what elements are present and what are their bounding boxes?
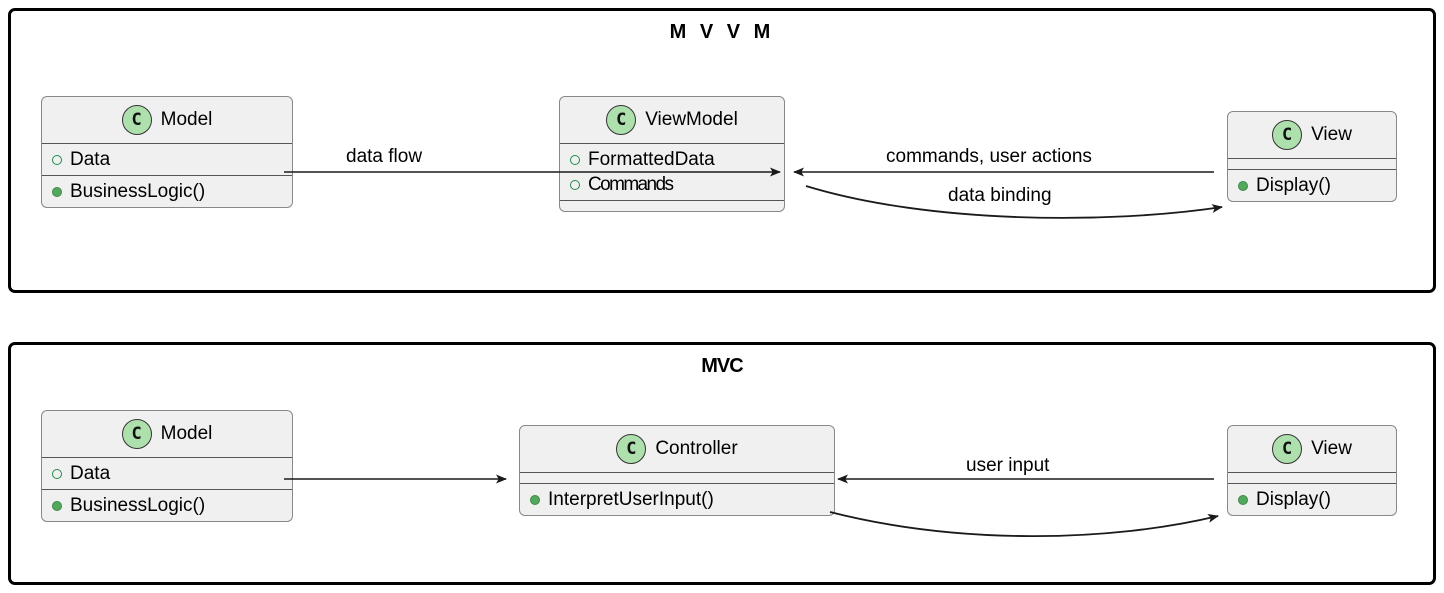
uml-class-header: C Model <box>42 411 292 457</box>
method-label: BusinessLogic() <box>70 181 206 203</box>
compartment-divider <box>42 143 292 144</box>
attribute-label: Data <box>70 149 111 170</box>
compartment-divider <box>1228 158 1396 159</box>
attributes-compartment: Data <box>42 144 292 175</box>
class-attribute: FormattedData <box>560 147 784 172</box>
compartment-divider <box>42 489 292 491</box>
class-name: ViewModel <box>645 109 738 130</box>
panel-mvc: MVC C Model Data BusinessLogic() C Contr… <box>8 342 1436 585</box>
uml-class-mvc-view[interactable]: C View Display() <box>1227 425 1397 517</box>
class-method: BusinessLogic() <box>42 179 292 204</box>
compartment-divider <box>1228 169 1396 170</box>
method-label: BusinessLogic() <box>70 495 206 517</box>
compartment-divider <box>1228 483 1396 484</box>
edge-label-user-input: user input <box>966 455 1050 476</box>
class-stereotype-icon: C <box>616 434 647 464</box>
compartment-divider <box>1228 472 1396 473</box>
class-attribute: Data <box>42 147 292 172</box>
compartment-divider <box>42 457 292 458</box>
edge-label-data-flow: data flow <box>346 146 423 167</box>
uml-class-header: C Model <box>42 97 292 143</box>
class-stereotype-icon: C <box>121 105 152 135</box>
methods-compartment: Display() <box>1228 170 1396 201</box>
class-method: InterpretUserInput() <box>520 487 834 512</box>
attributes-compartment <box>520 473 834 483</box>
compartment-divider <box>520 483 834 484</box>
uml-class-mvvm-view[interactable]: C View Display() <box>1227 111 1397 203</box>
visibility-public-icon <box>52 500 62 511</box>
compartment-divider <box>520 472 834 473</box>
visibility-public-icon <box>530 494 540 505</box>
class-attribute: Commands <box>560 172 784 197</box>
uml-class-header: C Controller <box>520 426 834 472</box>
compartment-divider <box>560 143 784 144</box>
panel-mvvm: M V V M C Model Data BusinessLogic() C V… <box>8 8 1436 293</box>
uml-class-mvc-controller[interactable]: C Controller InterpretUserInput() <box>519 425 835 517</box>
methods-compartment: Display() <box>1228 484 1396 515</box>
edge-label-commands-user-actions: commands, user actions <box>886 146 1092 167</box>
visibility-protected-icon <box>52 154 62 165</box>
class-method: BusinessLogic() <box>42 493 292 518</box>
methods-compartment: InterpretUserInput() <box>520 484 834 515</box>
visibility-protected-icon <box>570 154 580 165</box>
attribute-label: Commands <box>588 174 674 196</box>
method-label: Display() <box>1256 175 1331 196</box>
class-name: View <box>1311 124 1352 145</box>
visibility-public-icon <box>1238 494 1248 505</box>
class-name: Model <box>160 109 213 130</box>
visibility-protected-icon <box>52 468 62 479</box>
class-stereotype-icon: C <box>606 105 637 135</box>
attributes-compartment: FormattedData Commands <box>560 144 784 200</box>
edge-label-data-binding: data binding <box>948 185 1052 206</box>
visibility-public-icon <box>1238 180 1248 191</box>
compartment-divider <box>560 200 784 202</box>
attribute-label: Data <box>70 463 111 484</box>
attributes-compartment <box>1228 473 1396 483</box>
uml-class-mvvm-model[interactable]: C Model Data BusinessLogic() <box>41 96 293 209</box>
method-label: InterpretUserInput() <box>548 489 714 510</box>
class-method: Display() <box>1228 487 1396 512</box>
methods-compartment: BusinessLogic() <box>42 490 292 521</box>
visibility-protected-icon <box>570 179 580 190</box>
uml-class-header: C View <box>1228 112 1396 158</box>
attributes-compartment <box>1228 159 1396 169</box>
class-stereotype-icon: C <box>1272 434 1303 464</box>
uml-class-mvc-model[interactable]: C Model Data BusinessLogic() <box>41 410 293 523</box>
visibility-public-icon <box>52 186 62 197</box>
uml-class-header: C View <box>1228 426 1396 472</box>
class-name: View <box>1311 438 1352 459</box>
panel-mvvm-title: M V V M <box>669 21 775 43</box>
uml-class-header: C ViewModel <box>560 97 784 143</box>
class-stereotype-icon: C <box>1272 120 1303 150</box>
class-name: Model <box>160 423 213 444</box>
methods-compartment: BusinessLogic() <box>42 176 292 207</box>
class-attribute: Data <box>42 461 292 486</box>
class-name: Controller <box>655 438 738 459</box>
attribute-label: FormattedData <box>588 149 715 170</box>
attributes-compartment: Data <box>42 458 292 489</box>
class-method: Display() <box>1228 173 1396 198</box>
compartment-divider <box>42 175 292 177</box>
class-stereotype-icon: C <box>121 419 152 449</box>
method-label: Display() <box>1256 489 1331 510</box>
methods-compartment <box>560 201 784 211</box>
panel-mvc-title: MVC <box>701 355 743 377</box>
uml-class-mvvm-viewmodel[interactable]: C ViewModel FormattedData Commands <box>559 96 785 213</box>
